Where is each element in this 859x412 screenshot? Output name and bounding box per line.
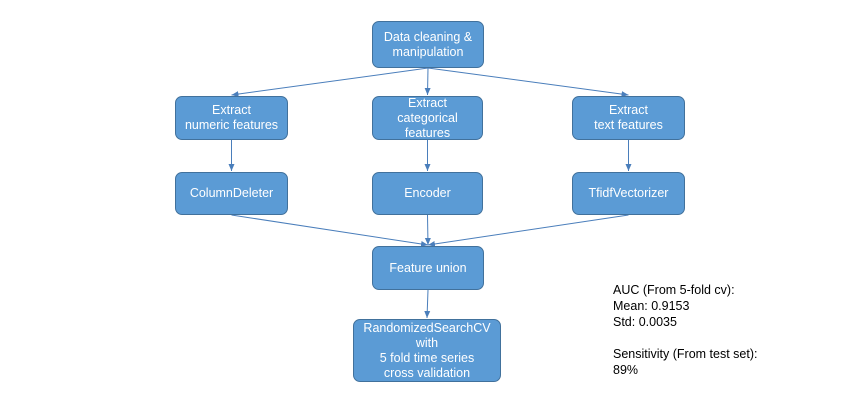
edge-tfidf-to-feature_union [427,214,629,247]
edge-column_deleter-to-feature_union [231,214,429,247]
tfidf-vectorizer-node: TfidfVectorizer [572,172,685,215]
extract-numeric-node: Extract numeric features [175,96,288,140]
edge-encoder-to-feature_union [424,214,431,246]
auc-mean: Mean: 0.9153 [613,299,690,313]
sensitivity-value: 89% [613,363,639,377]
data-cleaning-node: Data cleaning & manipulation [372,21,484,68]
column-deleter-node: ColumnDeleter [175,172,288,215]
spacer [613,330,833,346]
auc-title: AUC (From 5-fold cv): [613,283,735,297]
edge-feature_union-to-randomized_search [424,289,431,319]
encoder-node: Encoder [372,172,483,215]
randomized-search-node: RandomizedSearchCV with 5 fold time seri… [353,319,501,382]
sensitivity-title: Sensitivity (From test set): [613,347,758,361]
auc-std: Std: 0.0035 [613,315,677,329]
extract-categorical-node: Extract categorical features [372,96,483,140]
extract-text-node: Extract text features [572,96,685,140]
edge-data_cleaning-to-extract_categorical [424,67,431,96]
edge-data_cleaning-to-extract_text [427,67,629,98]
edge-data_cleaning-to-extract_numeric [231,67,429,98]
feature-union-node: Feature union [372,246,484,290]
results-panel: AUC (From 5-fold cv): Mean: 0.9153 Std: … [613,282,833,378]
